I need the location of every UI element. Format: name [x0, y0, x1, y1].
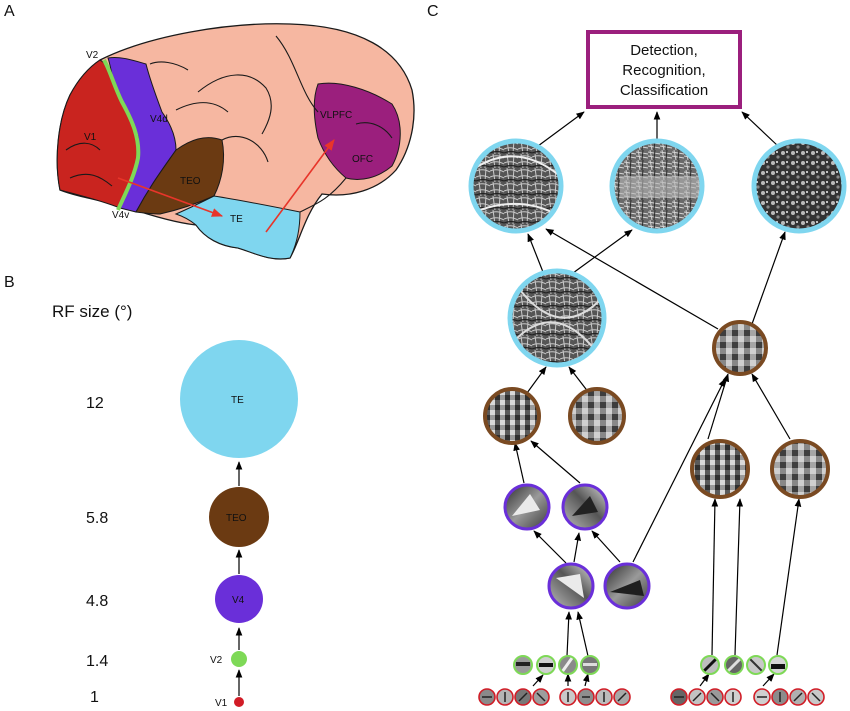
- arrow-te4-te2: [572, 229, 633, 274]
- arrow-te3-output: [741, 111, 779, 147]
- v2-border-line: [102, 58, 141, 211]
- te-region: [174, 195, 301, 260]
- output-line-2: Recognition,: [622, 62, 705, 79]
- output-line-3: Classification: [620, 82, 708, 99]
- v2-node-2: [536, 655, 556, 675]
- sulci-lines: [65, 35, 393, 213]
- v2-node-1: [513, 655, 533, 675]
- hierarchy-arrows: [513, 111, 802, 687]
- label-v1: V1: [84, 132, 97, 143]
- v1-edge-marks: [482, 692, 821, 702]
- ventral-stream-arrow: [117, 177, 224, 217]
- rf-label-v1: V1: [215, 698, 228, 709]
- label-vlpfc: VLPFC: [320, 110, 352, 121]
- v2-node-5: [700, 655, 720, 675]
- rf-value-teo: 5.8: [86, 510, 108, 527]
- teo-node-2: [483, 387, 541, 445]
- arrow-teo2-te4: [526, 366, 547, 394]
- rf-label-te: TE: [231, 395, 244, 406]
- label-teo: TEO: [180, 176, 201, 187]
- teo-node-5: [770, 439, 830, 499]
- rf-size-title: RF size (°): [52, 302, 132, 321]
- v2-node-4: [580, 655, 600, 675]
- arrow-v4d-v4b: [591, 530, 621, 563]
- vlpfc-region: [313, 82, 401, 180]
- arrow-te4-te1: [527, 233, 544, 273]
- brain-illustration: V2 V1 V4d V4v TEO TE VLPFC OFC: [56, 23, 415, 260]
- arrow-v2c-teo4: [711, 498, 719, 656]
- v2-node-3: [558, 655, 578, 675]
- rf-circle-v2: [231, 651, 247, 667]
- hierarchy-panel: Detection, Recognition, Classification: [468, 30, 847, 706]
- te-node-3: [751, 138, 847, 234]
- arrow-v2d-teo4: [734, 498, 744, 656]
- v2-node-6: [724, 655, 744, 675]
- arrow-v2b-v4c: [576, 611, 589, 657]
- teo-node-3: [568, 387, 626, 445]
- rf-label-v4: V4: [232, 595, 245, 606]
- v2-node-7: [746, 655, 766, 675]
- rf-size-panel: RF size (°) 12 5.8 4.8 1.4 1 TE TEO V4 V…: [52, 302, 298, 709]
- arrow-v2e-teo5: [776, 498, 802, 656]
- rf-value-v4: 4.8: [86, 593, 108, 610]
- panel-letter-a: A: [4, 3, 15, 20]
- label-ofc: OFC: [352, 154, 373, 165]
- arrow-teo1-te3: [751, 231, 786, 325]
- arrow-v1-v2a: [532, 674, 544, 687]
- teo-node-1: [712, 320, 768, 376]
- teo-node-4: [690, 439, 750, 499]
- te-node-2: [609, 138, 705, 234]
- v4-node-1: [503, 483, 551, 531]
- arrow-v1-v2d: [699, 673, 710, 687]
- v2-node-8: [768, 655, 788, 675]
- arrow-v4b-teo2: [530, 440, 581, 484]
- v4-node-3: [547, 562, 595, 610]
- arrow-v1-v2c: [582, 673, 590, 687]
- arrow-v2a-v4c: [565, 611, 573, 657]
- te-node-1: [468, 138, 564, 234]
- v1-nodes: [478, 688, 825, 706]
- label-v2: V2: [86, 50, 99, 61]
- te-node-4: [507, 268, 607, 368]
- arrow-v4c-v4a: [533, 530, 567, 564]
- rf-circle-teo: [209, 487, 269, 547]
- label-v4d: V4d: [150, 114, 168, 125]
- panel-letter-b: B: [4, 274, 15, 291]
- v4-node-2: [561, 483, 609, 531]
- arrow-v4c-v4b: [573, 532, 582, 563]
- rf-label-v2: V2: [210, 655, 223, 666]
- arrow-teo5-teo1: [751, 373, 791, 440]
- rf-value-te: 12: [86, 395, 104, 412]
- rf-label-teo: TEO: [226, 513, 247, 524]
- arrow-v4d-teo1: [632, 378, 726, 563]
- rf-circle-v4: [215, 575, 263, 623]
- pfc-arrow: [265, 139, 335, 233]
- arrow-teo3-te4: [568, 366, 590, 394]
- arrow-te1-output: [537, 111, 585, 147]
- label-te: TE: [230, 214, 243, 225]
- rf-value-v2: 1.4: [86, 653, 108, 670]
- teo-region: [135, 137, 225, 215]
- output-box: [586, 30, 742, 109]
- rf-circle-v1: [234, 697, 244, 707]
- panel-letter-c: C: [427, 3, 439, 20]
- output-line-1: Detection,: [630, 42, 698, 59]
- arrow-teo1-te1: [545, 228, 719, 330]
- arrow-v4a-teo2: [513, 442, 525, 484]
- rf-circle-te: [180, 340, 298, 458]
- arrow-v1-v2e: [762, 673, 775, 687]
- rf-value-v1: 1: [90, 689, 99, 706]
- v4-node-4: [603, 562, 651, 610]
- label-v4v: V4v: [112, 210, 129, 221]
